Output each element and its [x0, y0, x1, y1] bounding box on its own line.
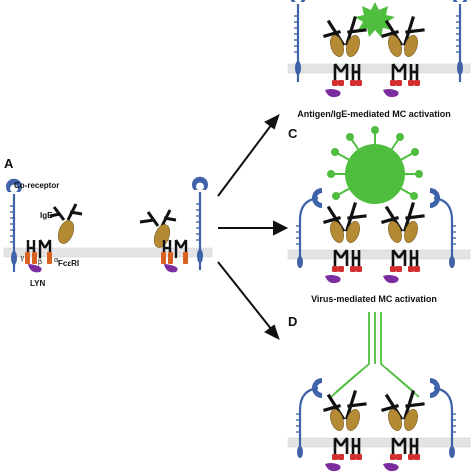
co-receptor-bent-right-d	[430, 378, 456, 458]
panel-a-letter: A	[4, 156, 14, 171]
co-receptor-label: Co-receptor	[14, 181, 59, 190]
panel-c-letter: C	[288, 126, 298, 141]
panel-c-caption: Virus-mediated MC activation	[311, 294, 437, 304]
beta-label: β	[38, 258, 42, 266]
ige-fcri-complex	[323, 202, 367, 285]
panel-a: A Co-receptor γ β α IgE FcεRI LYN	[3, 156, 213, 288]
panel-b: Antigen/IgE-mediated MC activation	[287, 0, 471, 119]
ige-label: IgE	[40, 211, 53, 220]
antibody-icon	[330, 312, 420, 398]
panel-d: D	[287, 312, 471, 473]
co-receptor-bent-left-d	[296, 378, 322, 458]
gamma-label: γ	[20, 254, 24, 262]
co-receptor-bent-left	[296, 188, 322, 268]
co-receptor-bent-right	[430, 188, 456, 268]
lyn-label: LYN	[30, 279, 45, 288]
membrane-d	[287, 437, 471, 448]
arrows	[217, 114, 289, 340]
ige-fcri-complex-right	[139, 209, 190, 274]
panel-d-letter: D	[288, 314, 297, 329]
ige-fcri-complex	[381, 16, 425, 99]
membrane-a	[3, 247, 213, 258]
ige-fcri-complex	[381, 390, 425, 473]
membrane-b	[287, 63, 471, 74]
ige-fcri-complex	[381, 202, 425, 285]
antigen-icon	[355, 2, 395, 37]
fceri-label: FcεRI	[58, 259, 79, 268]
panel-c: C	[287, 126, 471, 304]
virus-icon	[327, 126, 423, 204]
ige-fcri-complex	[323, 16, 367, 99]
membrane-c	[287, 249, 471, 260]
ige-fcri-complex	[323, 390, 367, 473]
ige-fcri-complex-left: γ β α	[20, 203, 83, 274]
alpha-label: α	[54, 256, 59, 264]
panel-b-caption: Antigen/IgE-mediated MC activation	[297, 109, 451, 119]
